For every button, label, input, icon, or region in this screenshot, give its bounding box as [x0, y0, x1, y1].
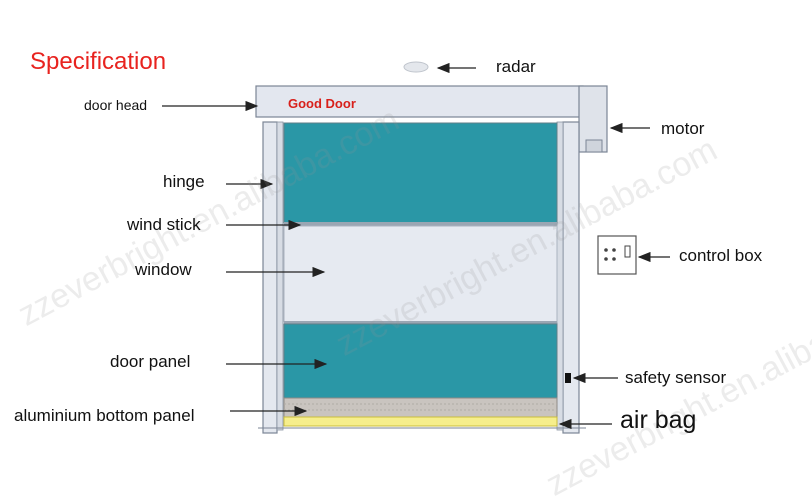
- label-hinge: hinge: [163, 172, 205, 191]
- label-air-bag: air bag: [620, 406, 697, 434]
- label-window: window: [135, 260, 192, 279]
- lower-door-panel: [283, 323, 558, 399]
- brand-logo-text: Good Door: [288, 96, 356, 111]
- label-control-box: control box: [679, 246, 763, 265]
- air-bag: [283, 416, 558, 427]
- window-panel: [283, 225, 558, 323]
- radar-device: [403, 61, 429, 73]
- label-door-head: door head: [84, 97, 148, 113]
- right-frame: [562, 121, 580, 434]
- label-door-panel: door panel: [110, 352, 191, 371]
- label-wind-stick: wind stick: [127, 215, 201, 234]
- page-title: Specification: [30, 48, 167, 75]
- safety-sensor: [565, 373, 571, 383]
- aluminium-bottom-panel: [283, 397, 558, 418]
- door-head: [255, 85, 584, 118]
- label-safety-sensor: safety sensor: [625, 368, 727, 387]
- wind-stick-bar: [284, 222, 557, 226]
- label-radar: radar: [496, 57, 536, 76]
- label-aluminium-bottom-panel: aluminium bottom panel: [14, 406, 195, 425]
- top-door-panel: [283, 122, 558, 224]
- label-motor: motor: [661, 119, 705, 138]
